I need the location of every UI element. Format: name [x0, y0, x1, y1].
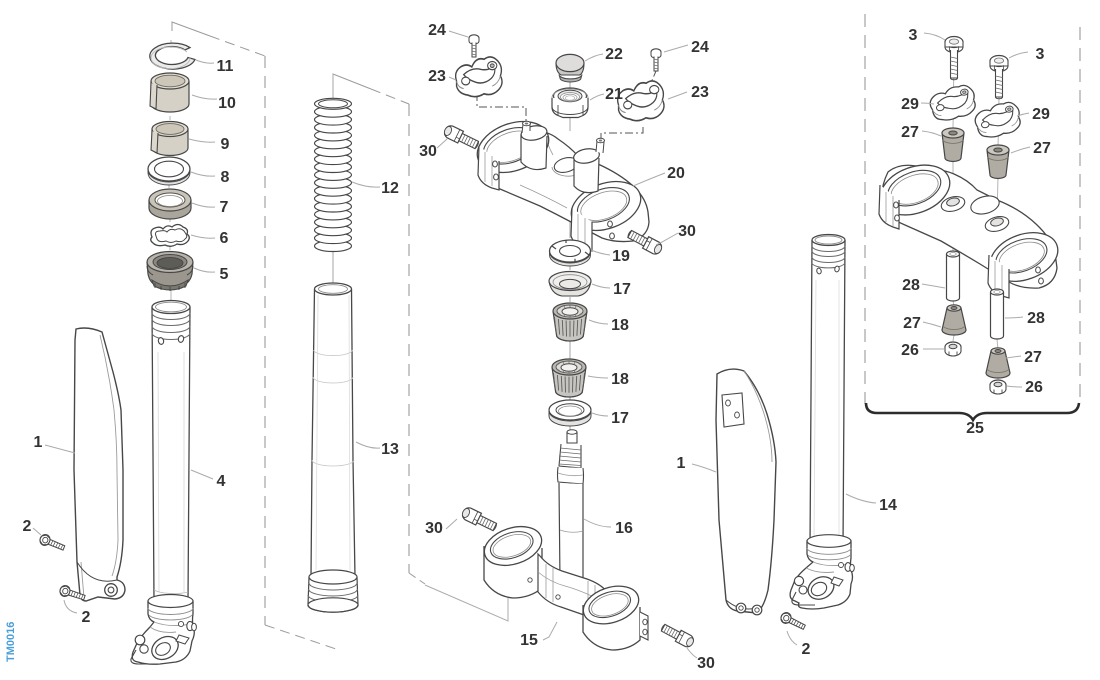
svg-text:30: 30 [425, 520, 443, 537]
svg-text:19: 19 [612, 248, 630, 265]
svg-text:22: 22 [605, 46, 623, 63]
svg-text:1: 1 [677, 455, 686, 472]
svg-text:23: 23 [691, 84, 709, 101]
svg-text:20: 20 [667, 165, 685, 182]
svg-text:11: 11 [217, 58, 234, 75]
svg-text:5: 5 [220, 266, 229, 283]
svg-text:28: 28 [902, 277, 920, 294]
svg-text:4: 4 [217, 473, 226, 490]
svg-text:14: 14 [879, 497, 897, 514]
svg-text:17: 17 [613, 281, 631, 298]
svg-text:26: 26 [1025, 379, 1043, 396]
svg-text:3: 3 [909, 27, 918, 44]
svg-text:3: 3 [1036, 46, 1045, 63]
svg-text:26: 26 [901, 342, 919, 359]
svg-text:2: 2 [23, 518, 32, 535]
svg-text:30: 30 [697, 655, 715, 672]
svg-text:30: 30 [419, 143, 437, 160]
svg-text:27: 27 [903, 315, 921, 332]
svg-text:27: 27 [901, 124, 919, 141]
svg-text:24: 24 [428, 22, 446, 39]
svg-text:27: 27 [1033, 140, 1051, 157]
svg-text:21: 21 [605, 86, 623, 103]
svg-text:28: 28 [1027, 310, 1045, 327]
svg-text:18: 18 [611, 317, 629, 334]
svg-text:15: 15 [520, 632, 538, 649]
svg-text:13: 13 [381, 441, 399, 458]
svg-text:1: 1 [34, 434, 43, 451]
svg-text:8: 8 [221, 169, 230, 186]
svg-text:17: 17 [611, 410, 629, 427]
svg-text:7: 7 [220, 199, 229, 216]
svg-text:25: 25 [966, 420, 984, 437]
svg-text:18: 18 [611, 371, 629, 388]
svg-text:10: 10 [218, 95, 236, 112]
svg-text:TM0016: TM0016 [5, 622, 17, 662]
svg-text:2: 2 [802, 641, 811, 658]
svg-text:9: 9 [221, 136, 230, 153]
svg-text:12: 12 [381, 180, 399, 197]
svg-text:23: 23 [428, 68, 446, 85]
svg-text:29: 29 [901, 96, 919, 113]
svg-text:29: 29 [1032, 106, 1050, 123]
svg-text:2: 2 [82, 609, 91, 626]
svg-text:24: 24 [691, 39, 709, 56]
svg-text:30: 30 [678, 223, 696, 240]
svg-text:16: 16 [615, 520, 633, 537]
svg-text:27: 27 [1024, 349, 1042, 366]
svg-text:6: 6 [220, 230, 229, 247]
